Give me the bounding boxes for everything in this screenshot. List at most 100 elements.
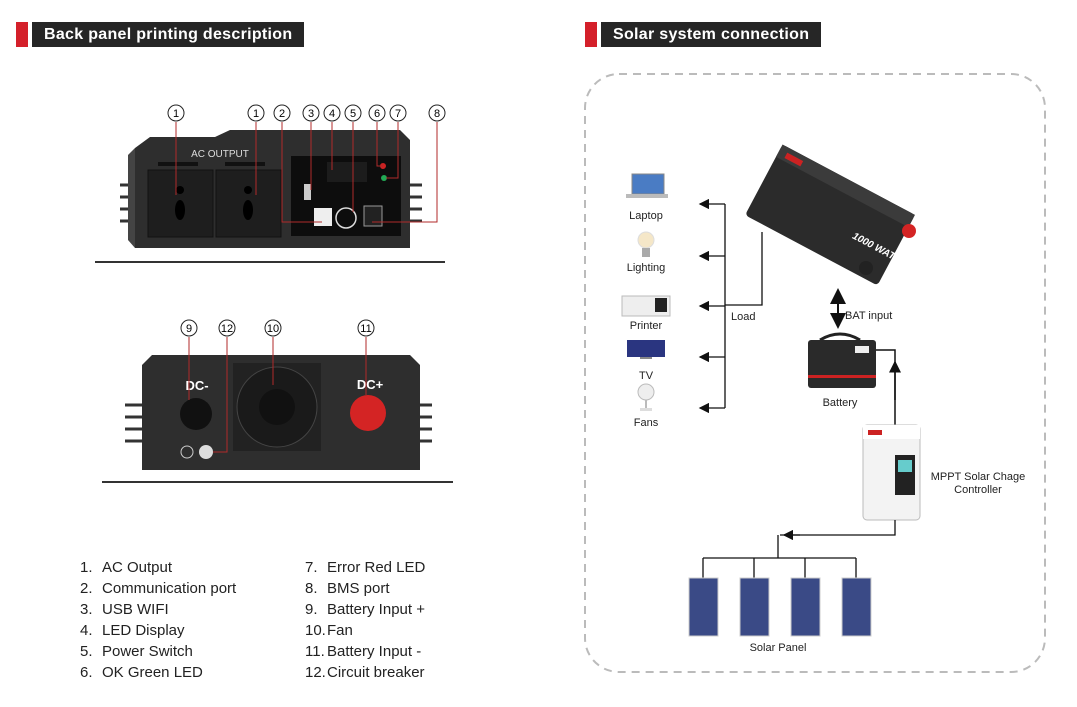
legend-item: 3. USB WIFI <box>80 599 236 620</box>
circuit-breaker <box>199 445 213 459</box>
callout-number: 10 <box>267 323 279 335</box>
bottom-callouts: 9 12 10 11 <box>180 319 375 337</box>
callout-number: 8 <box>434 108 440 120</box>
legend-item: 4. LED Display <box>80 620 236 641</box>
solar-panel-icon <box>790 577 821 637</box>
header-accent <box>585 22 597 47</box>
back-panel-title: Back panel printing description <box>32 22 305 47</box>
bms-port <box>363 205 383 227</box>
solar-panel-icon <box>739 577 770 637</box>
legend-item: 9. Battery Input + <box>305 599 425 620</box>
legend-col2: 7. Error Red LED 8. BMS port 9. Battery Inp… <box>305 557 425 683</box>
legend-num: 11. <box>305 643 325 660</box>
load-label-printer: Printer <box>630 320 663 332</box>
legend-label: Battery Input + <box>327 601 425 618</box>
solar-title: Solar system connection <box>601 22 822 47</box>
legend-num: 1. <box>80 559 93 576</box>
top-callouts: 1 1 2 3 4 5 6 7 8 <box>167 104 446 122</box>
load-label-lighting: Lighting <box>627 262 666 274</box>
load-label-tv: TV <box>639 370 654 382</box>
legend-item: 1.AC Output <box>80 557 236 578</box>
inverter-image: 1000 WATT <box>746 144 915 285</box>
legend-label: LED Display <box>102 622 185 639</box>
controller-label-line2: Controller <box>954 484 1002 496</box>
dc-minus-label: DC- <box>185 378 208 393</box>
load-labels: Laptop Lighting Printer TV Fans <box>627 210 666 429</box>
solar-panel-icon <box>688 577 719 637</box>
system-frame <box>584 73 1046 673</box>
solar-panel-icon <box>841 577 872 637</box>
load-label: Load <box>731 311 755 323</box>
legend-num: 4. <box>80 622 93 639</box>
legend-num: 12. <box>305 664 326 681</box>
load-icons <box>621 173 671 411</box>
ac-panel-device: AC OUTPUT <box>95 130 445 263</box>
callout-number: 3 <box>308 108 314 120</box>
ground-icon <box>180 445 194 459</box>
legend-label: USB WIFI <box>102 601 169 618</box>
back-panel-header: Back panel printing description <box>16 22 305 47</box>
legend-label: Fan <box>327 622 353 639</box>
solar-wiring <box>702 520 896 578</box>
legend-item: 12.Circuit breaker <box>305 662 425 683</box>
load-wiring <box>698 198 763 414</box>
legend-label: OK Green LED <box>102 664 203 681</box>
callout-number: 9 <box>186 323 192 335</box>
legend-item: 7. Error Red LED <box>305 557 425 578</box>
printer-icon <box>621 295 671 317</box>
header-accent <box>16 22 28 47</box>
callout-number: 1 <box>253 108 259 120</box>
controller-battery-line <box>876 349 896 425</box>
battery-label: Battery <box>823 397 858 409</box>
legend-label: BMS port <box>327 580 390 597</box>
usb-port <box>304 184 311 200</box>
legend-num: 5. <box>80 643 93 660</box>
callout-number: 7 <box>395 108 401 120</box>
legend-item: 11.Battery Input - <box>305 641 425 662</box>
legend-label: Circuit breaker <box>327 664 425 681</box>
ac-output-label: AC OUTPUT <box>191 149 249 160</box>
callout-number: 12 <box>221 323 233 335</box>
legend-item: 6. OK Green LED <box>80 662 236 683</box>
solar-header: Solar system connection <box>585 22 822 47</box>
tv-icon <box>627 340 665 359</box>
dc-plus-terminal <box>350 395 386 431</box>
callout-number: 5 <box>350 108 356 120</box>
bulb-icon <box>637 231 655 257</box>
dc-minus-terminal <box>180 398 212 430</box>
legend-item: 10.Fan <box>305 620 425 641</box>
solar-panels <box>688 577 872 637</box>
callout-number: 1 <box>173 108 179 120</box>
legend-label: Error Red LED <box>327 559 426 576</box>
callout-number: 6 <box>374 108 380 120</box>
legend-num: 3. <box>80 601 93 618</box>
laptop-icon <box>626 173 668 198</box>
callout-number: 2 <box>279 108 285 120</box>
legend-item: 2.Communication port <box>80 578 236 599</box>
legend-num: 7. <box>305 559 318 576</box>
mppt-controller-image <box>862 424 921 521</box>
solar-panel-label: Solar Panel <box>750 642 807 654</box>
bat-input-label: BAT input <box>845 310 892 322</box>
legend-num: 9. <box>305 601 318 618</box>
legend-item: 8. BMS port <box>305 578 425 599</box>
legend-num: 8. <box>305 580 318 597</box>
legend-num: 10. <box>305 622 326 639</box>
inverter-dc-plus <box>902 224 916 238</box>
load-label-fans: Fans <box>634 417 659 429</box>
comm-port <box>314 208 332 226</box>
power-switch <box>335 207 357 229</box>
led-display <box>327 162 367 182</box>
callout-number: 4 <box>329 108 335 120</box>
legend-item: 5.Power Switch <box>80 641 236 662</box>
battery-image <box>808 332 876 388</box>
bottom-leader-lines <box>188 337 367 453</box>
load-label-laptop: Laptop <box>629 210 663 222</box>
legend-label: Battery Input - <box>327 643 422 660</box>
fan-icon <box>637 383 655 411</box>
top-leader-lines <box>175 122 438 223</box>
legend-num: 6. <box>80 664 93 681</box>
legend-num: 2. <box>80 580 93 597</box>
